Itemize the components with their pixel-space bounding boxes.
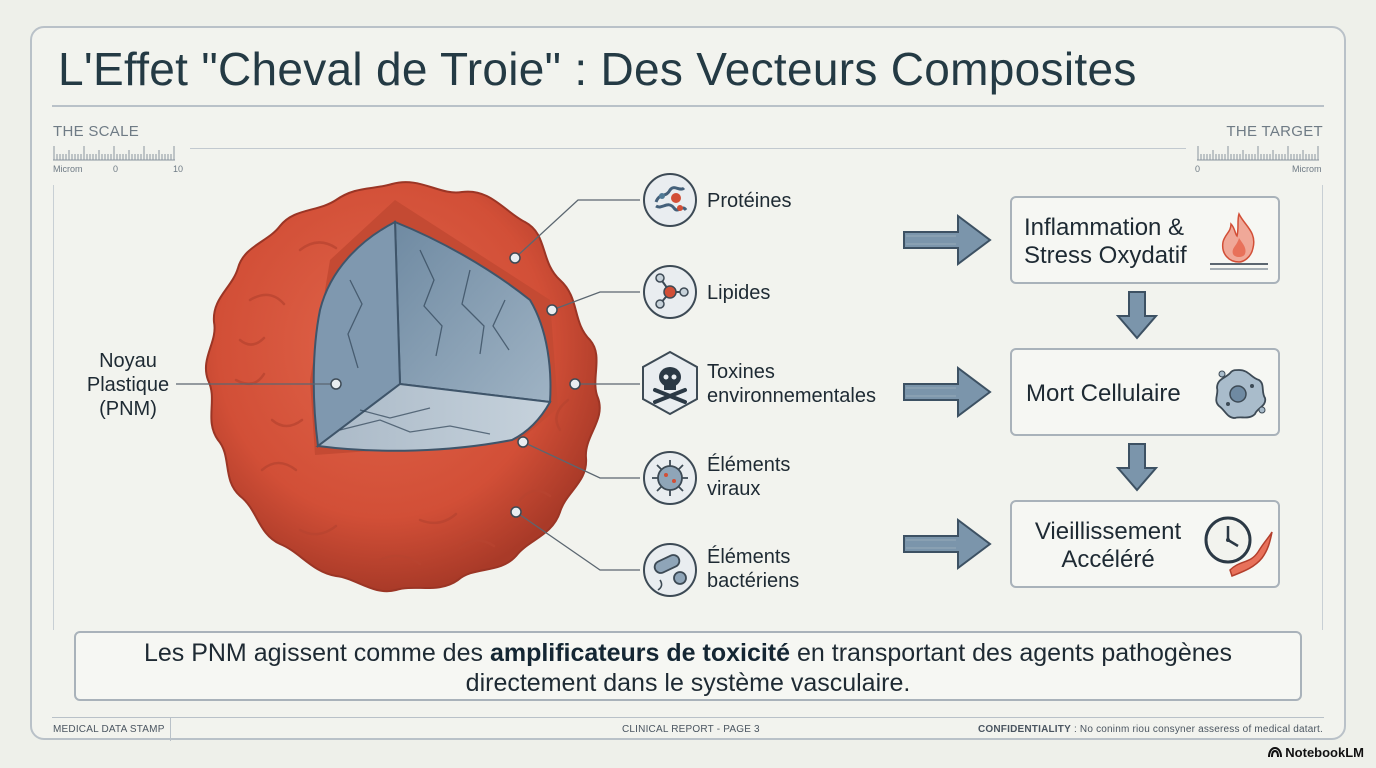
title-divider bbox=[52, 105, 1324, 107]
flame-icon bbox=[1210, 212, 1268, 270]
effect-box-cell-death: Mort Cellulaire bbox=[1010, 348, 1280, 436]
arrow-down-2 bbox=[1115, 443, 1159, 492]
ruler-start-left: 0 bbox=[113, 164, 119, 174]
bacteria-icon bbox=[643, 543, 697, 597]
footer-stamp: MEDICAL DATA STAMP bbox=[53, 724, 165, 735]
scale-ruler-left bbox=[53, 146, 175, 161]
connector-lines bbox=[176, 199, 640, 571]
plastic-core-label: Noyau Plastique (PNM) bbox=[86, 350, 170, 420]
scale-label: THE SCALE bbox=[53, 123, 140, 140]
arrow-to-inflammation bbox=[903, 214, 992, 266]
arrow-down-1 bbox=[1115, 291, 1159, 340]
target-label: THE TARGET bbox=[1226, 123, 1323, 140]
arrow-to-aging bbox=[903, 518, 992, 570]
summary-box: Les PNM agissent comme des amplificateur… bbox=[74, 631, 1302, 701]
summary-emphasis: amplificateurs de toxicité bbox=[489, 639, 791, 667]
plastic-core-wall bbox=[393, 220, 552, 404]
notebooklm-logo-icon bbox=[1268, 746, 1283, 758]
connector-dots bbox=[330, 252, 581, 518]
page-title: L'Effet "Cheval de Troie" : Des Vecteurs… bbox=[58, 43, 1137, 95]
notebooklm-brand: NotebookLM bbox=[1268, 745, 1364, 760]
footer-divider bbox=[52, 717, 1324, 718]
plastic-core-back bbox=[312, 220, 402, 448]
skull-crossbones-icon bbox=[642, 350, 698, 416]
ruler-unit-right: Microm bbox=[1292, 164, 1322, 174]
shell-texture bbox=[234, 241, 570, 566]
arrow-to-cell-death bbox=[903, 366, 992, 418]
frame-guide-left bbox=[53, 185, 54, 630]
pathway-arrows bbox=[903, 214, 1159, 570]
scale-ruler-right bbox=[1197, 146, 1319, 161]
ruler-unit-left: Microm bbox=[53, 164, 83, 174]
ruler-start-right: 0 bbox=[1195, 164, 1201, 174]
footer-separator bbox=[170, 717, 171, 741]
effect-box-inflammation: Inflammation &Stress Oxydatif bbox=[1010, 196, 1280, 284]
virus-icon bbox=[643, 451, 697, 505]
footer-confidentiality: CONFIDENTIALITY : No coninm riou consyne… bbox=[977, 724, 1323, 735]
dying-cell-icon bbox=[1215, 369, 1267, 419]
clock-icon bbox=[1204, 516, 1273, 577]
component-lipids: Lipides bbox=[707, 282, 771, 304]
footer-page: CLINICAL REPORT - PAGE 3 bbox=[622, 724, 760, 735]
ruler-end-left: 10 bbox=[173, 164, 184, 174]
frame-guide-right bbox=[1322, 185, 1323, 630]
component-proteins: Protéines bbox=[707, 190, 792, 212]
scale-line bbox=[190, 148, 1186, 149]
lipid-molecule-icon bbox=[643, 265, 697, 319]
protein-icon bbox=[643, 173, 697, 227]
core-cracks bbox=[339, 249, 510, 435]
plastic-core-floor bbox=[315, 382, 552, 452]
